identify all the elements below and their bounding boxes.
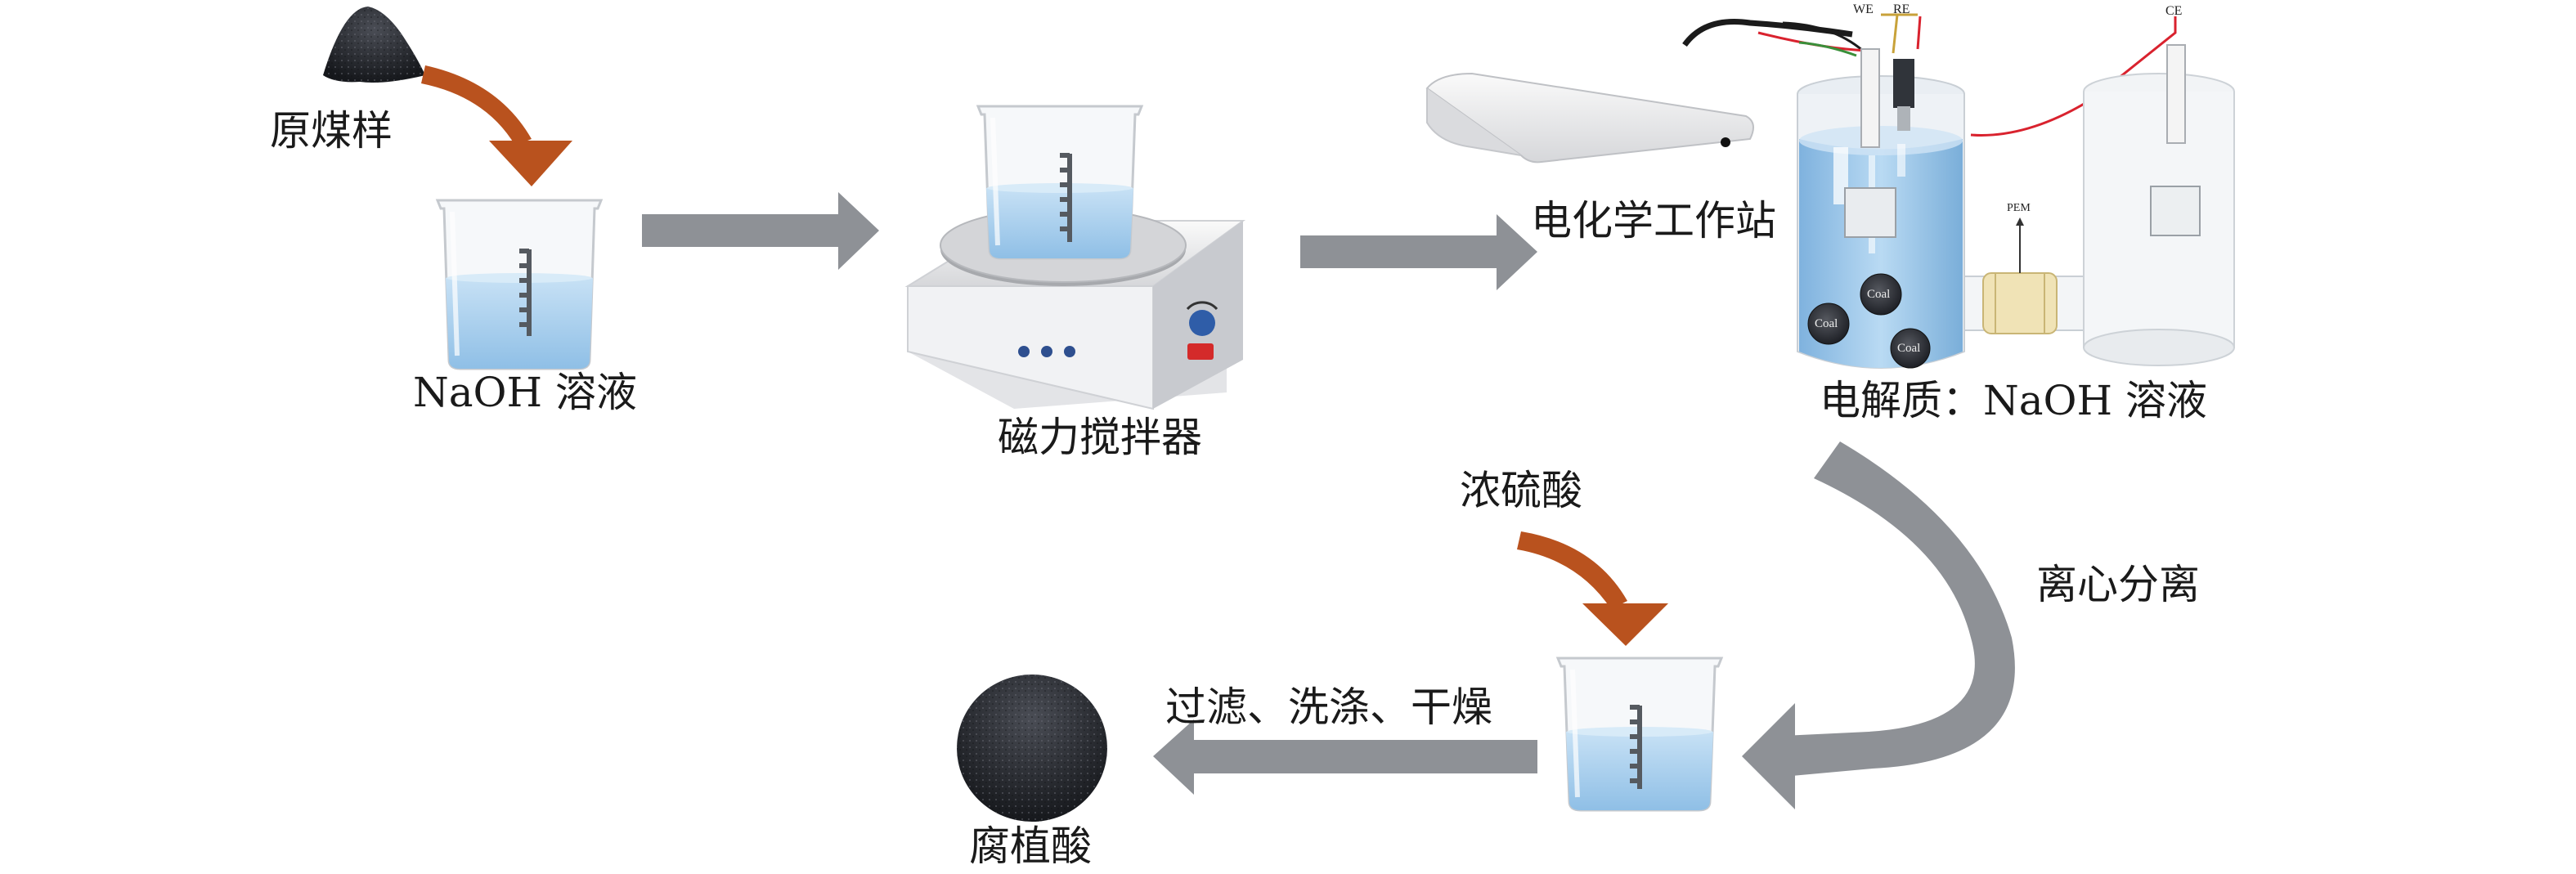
humic-acid-disc (957, 675, 1107, 822)
label-naoh-solution: NaOH 溶液 (413, 369, 638, 416)
label-filter-wash-dry: 过滤、洗涤、干燥 (1165, 684, 1492, 731)
label-we: WE (1853, 2, 1874, 16)
label-re: RE (1893, 2, 1910, 16)
label-humic-acid: 腐植酸 (969, 822, 1092, 870)
label-coal-2: Coal (1867, 288, 1891, 301)
label-coal-1: Coal (1815, 317, 1838, 330)
label-conc-sulfuric-acid: 浓硫酸 (1460, 467, 1582, 514)
flow-arrow-filter (1153, 719, 1537, 795)
feed-arrow-acid (1517, 531, 1668, 646)
flow-arrow-1 (642, 192, 879, 270)
centrifuge-curved-arrow (1742, 441, 2015, 809)
label-coal-3: Coal (1897, 342, 1921, 355)
feed-arrow-coal (421, 65, 572, 186)
stirrer-beaker (976, 105, 1144, 260)
label-centrifugation: 离心分离 (2036, 561, 2200, 608)
label-ce: CE (2165, 4, 2183, 18)
flow-arrow-2 (1300, 214, 1537, 290)
label-electrolyte: 电解质：NaOH 溶液 (1820, 377, 2208, 424)
label-raw-coal: 原煤样 (270, 107, 393, 155)
acid-beaker (1555, 657, 1724, 812)
label-magnetic-stirrer: 磁力搅拌器 (998, 414, 1202, 461)
naoh-beaker (435, 199, 604, 370)
electrochemical-workstation (1425, 72, 1754, 164)
label-electrochemical-workstation: 电化学工作站 (1531, 197, 1776, 244)
electrolysis-cell (1797, 44, 2235, 369)
raw-coal-pile (323, 7, 425, 83)
label-pem: PEM (2007, 202, 2031, 214)
